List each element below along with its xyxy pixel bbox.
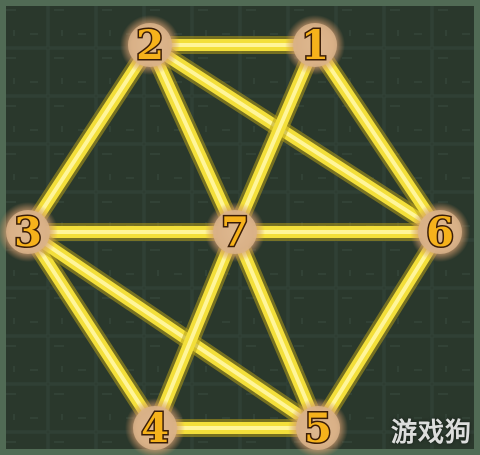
edge-1-6[interactable] <box>306 36 449 241</box>
node-label: 2 <box>136 22 164 69</box>
edge-7-4[interactable] <box>146 223 244 437</box>
edge-6-5[interactable] <box>309 223 449 437</box>
edge-1-7[interactable] <box>226 36 324 241</box>
nodes-layer: 2 1 3 7 6 4 5 <box>0 15 470 455</box>
node-6[interactable]: 6 <box>410 202 470 262</box>
node-disc <box>213 210 257 254</box>
node-disc <box>418 210 462 254</box>
node-4[interactable]: 4 <box>125 398 185 455</box>
edge-3-5[interactable] <box>19 223 327 437</box>
node-label: 5 <box>304 405 332 452</box>
edge-2-3[interactable] <box>19 36 159 241</box>
edge-2-6[interactable] <box>141 36 449 241</box>
node-label: 7 <box>221 209 249 256</box>
node-disc <box>128 23 172 67</box>
node-disc <box>293 23 337 67</box>
node-disc <box>296 406 340 450</box>
edge-2-7[interactable] <box>141 36 244 241</box>
node-1[interactable]: 1 <box>285 15 345 75</box>
node-3[interactable]: 3 <box>0 202 58 262</box>
node-disc <box>6 210 50 254</box>
node-2[interactable]: 2 <box>120 15 180 75</box>
node-label: 3 <box>14 209 42 256</box>
watermark-text: 游戏狗 <box>390 418 472 448</box>
node-disc <box>133 406 177 450</box>
node-7[interactable]: 7 <box>205 202 265 262</box>
edge-7-5[interactable] <box>226 223 327 437</box>
node-label: 6 <box>426 209 454 256</box>
node-5[interactable]: 5 <box>288 398 348 455</box>
edge-3-4[interactable] <box>19 223 164 437</box>
node-label: 4 <box>141 405 169 452</box>
node-label: 1 <box>301 22 329 69</box>
